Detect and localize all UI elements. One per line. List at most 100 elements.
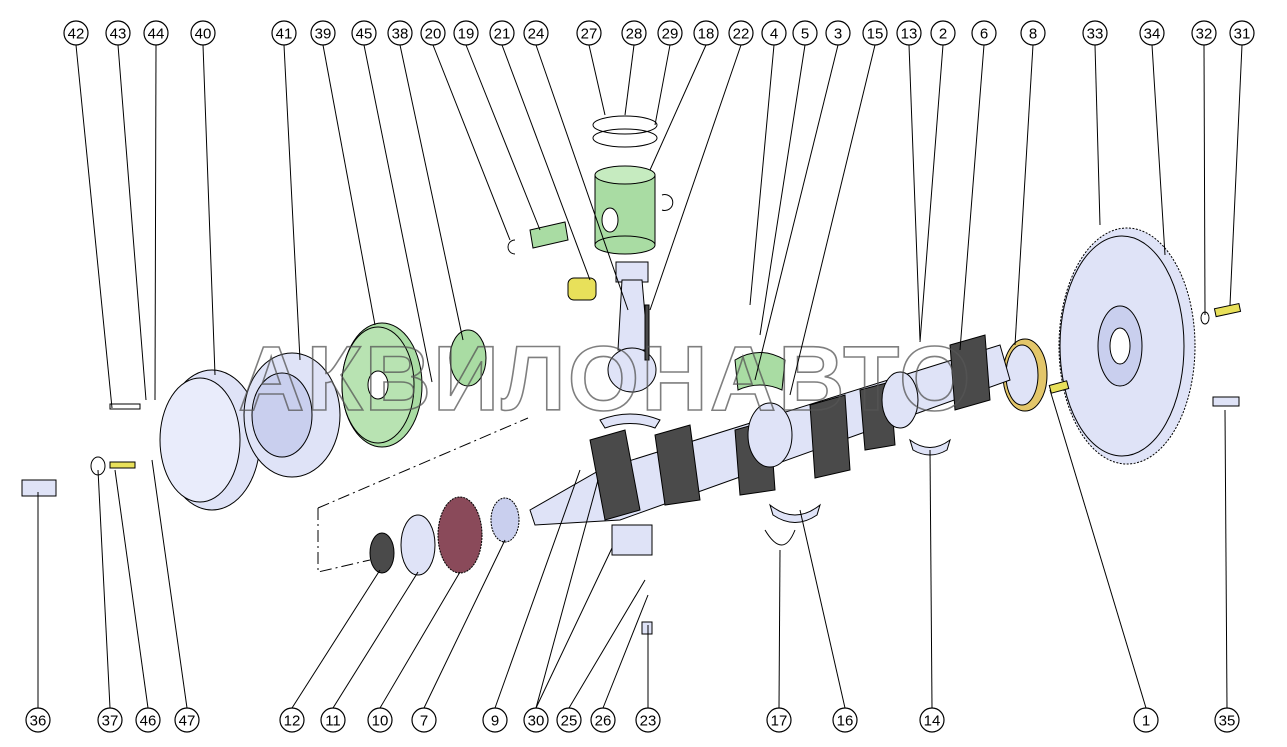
leader-line xyxy=(1094,44,1101,226)
callout-number: 40 xyxy=(195,26,212,43)
callout-number: 5 xyxy=(801,26,809,43)
leader-line xyxy=(114,469,149,709)
callout-12: 12 xyxy=(279,569,381,733)
callout-circle xyxy=(728,20,754,46)
callout-number: 29 xyxy=(662,26,679,43)
callout-number: 6 xyxy=(980,26,988,43)
callout-2: 2 xyxy=(919,20,956,343)
callout-number: 38 xyxy=(392,26,409,43)
callout-circle xyxy=(1020,20,1046,46)
callout-33: 33 xyxy=(1082,20,1108,226)
bearing-upper-9 xyxy=(599,413,661,429)
callout-number: 11 xyxy=(325,713,341,730)
leader-line xyxy=(799,509,846,709)
callout-number: 23 xyxy=(640,713,657,730)
callout-24: 24 xyxy=(523,20,629,311)
leader-line xyxy=(432,44,511,241)
callout-46: 46 xyxy=(114,469,161,733)
callout-32: 32 xyxy=(1191,20,1217,316)
callout-circle xyxy=(279,707,305,733)
callout-circle xyxy=(1214,707,1240,733)
leader-line xyxy=(332,571,419,709)
callout-circle xyxy=(310,20,336,46)
callout-circle xyxy=(1139,20,1165,46)
callout-number: 36 xyxy=(30,713,47,730)
callout-circle xyxy=(63,20,89,46)
callout-number: 34 xyxy=(1144,26,1161,43)
callout-circle xyxy=(387,20,413,46)
callout-37: 37 xyxy=(97,469,123,733)
pulley-41 xyxy=(243,352,341,478)
callout-circle xyxy=(761,20,787,46)
callout-21: 21 xyxy=(489,20,591,281)
callout-circle xyxy=(825,20,851,46)
callout-circle xyxy=(621,20,647,46)
callout-circle xyxy=(657,20,683,46)
callout-number: 37 xyxy=(102,713,119,730)
callout-7: 7 xyxy=(411,539,506,733)
callout-circle xyxy=(174,707,200,733)
leader-line xyxy=(117,44,147,401)
leader-line xyxy=(423,539,506,709)
callout-number: 13 xyxy=(901,26,918,43)
callout-36: 36 xyxy=(25,492,51,733)
leader-line xyxy=(399,44,464,341)
bearing-lower-14 xyxy=(909,438,951,456)
callout-circle xyxy=(896,20,922,46)
callout-number: 20 xyxy=(425,26,442,43)
leader-line xyxy=(379,571,461,709)
hub-38 xyxy=(449,329,487,387)
crankshaft xyxy=(529,334,1011,526)
pin-35 xyxy=(1212,396,1240,407)
callout-number: 44 xyxy=(148,26,165,43)
callout-circle xyxy=(420,20,446,46)
leader-line xyxy=(1203,44,1206,316)
bearing-lower-16 xyxy=(769,503,821,523)
callout-circle xyxy=(766,707,792,733)
leader-line xyxy=(624,44,635,116)
callout-circle xyxy=(523,20,549,46)
callout-circle xyxy=(792,20,818,46)
callout-4: 4 xyxy=(749,20,787,306)
pin-36 xyxy=(21,479,57,497)
leader-line xyxy=(535,547,613,709)
leader-line xyxy=(929,449,933,709)
leader-line xyxy=(568,579,646,709)
callout-circle xyxy=(1191,20,1217,46)
flywheel xyxy=(1058,227,1196,465)
callout-number: 24 xyxy=(528,26,545,43)
callout-27: 27 xyxy=(576,20,606,116)
callout-31: 31 xyxy=(1229,20,1255,306)
callout-number: 46 xyxy=(140,713,157,730)
callout-29: 29 xyxy=(654,20,683,126)
leader-line xyxy=(283,44,301,361)
callout-45: 45 xyxy=(351,20,433,383)
callout-39: 39 xyxy=(310,20,376,326)
bolt-46 xyxy=(109,461,136,469)
callout-19: 19 xyxy=(453,20,541,231)
leader-line xyxy=(97,469,111,709)
gear-10 xyxy=(437,496,483,574)
callout-43: 43 xyxy=(105,20,147,401)
callout-11: 11 xyxy=(320,571,419,733)
callout-circle xyxy=(635,707,661,733)
callout-34: 34 xyxy=(1139,20,1166,256)
callout-1: 1 xyxy=(1049,389,1159,733)
leader-line xyxy=(1229,44,1243,306)
callout-8: 8 xyxy=(1014,20,1046,346)
callout-35: 35 xyxy=(1214,409,1240,733)
callout-circle xyxy=(971,20,997,46)
callout-number: 16 xyxy=(837,713,854,730)
callout-number: 42 xyxy=(68,26,85,43)
callout-number: 14 xyxy=(924,713,941,730)
leader-line xyxy=(754,44,839,381)
callout-20: 20 xyxy=(420,20,511,241)
callout-circle xyxy=(105,20,131,46)
callout-number: 26 xyxy=(595,713,612,730)
leader-line xyxy=(649,44,742,311)
callout-38: 38 xyxy=(387,20,464,341)
leader-line xyxy=(75,44,113,409)
leader-line xyxy=(322,44,376,326)
